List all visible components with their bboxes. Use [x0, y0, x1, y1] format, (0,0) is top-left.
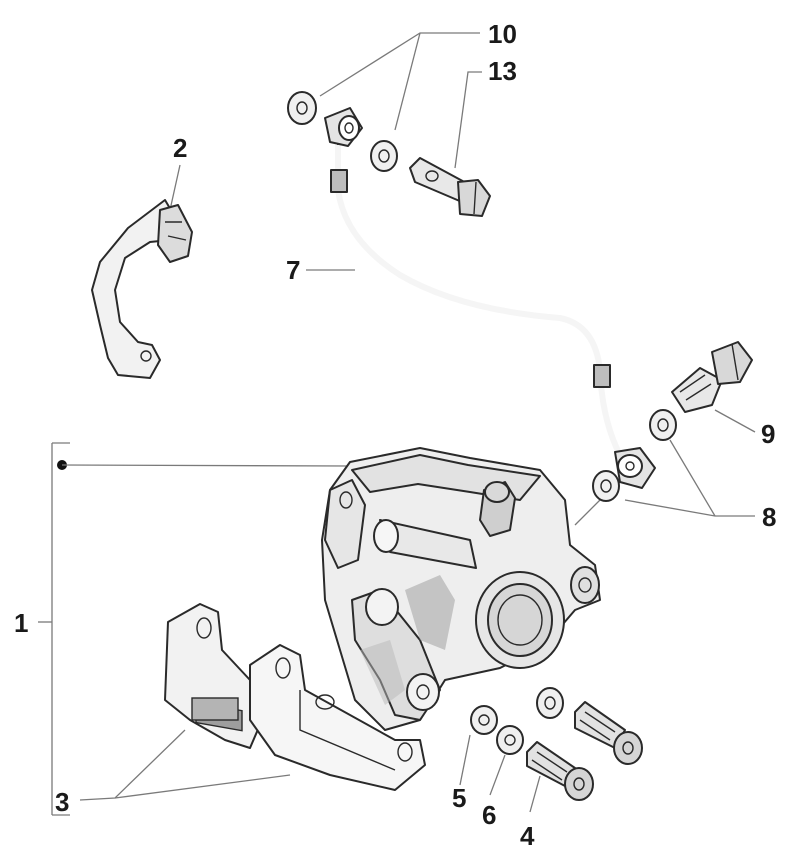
- callout-6: 6: [482, 800, 496, 830]
- callout-4: 4: [520, 821, 535, 851]
- callout-3: 3: [55, 787, 69, 817]
- callout-5: 5: [452, 783, 466, 813]
- callout-labels: 1 2 3 4 5 6 7 8 9 10 13: [14, 19, 776, 851]
- callout-7: 7: [286, 255, 300, 285]
- part-8-washers: [592, 409, 677, 502]
- callout-1: 1: [14, 608, 28, 638]
- callout-2: 2: [173, 133, 187, 163]
- callout-13: 13: [488, 56, 517, 86]
- part-13-banjo-bolt: [409, 157, 491, 217]
- leader-lines: [38, 32, 756, 816]
- part-9-banjo-bolt: [671, 341, 753, 413]
- part-5-6-washers: [470, 687, 564, 755]
- part-3-brake-pads: [164, 603, 426, 791]
- callout-10: 10: [488, 19, 517, 49]
- part-1-brake-caliper: [321, 447, 601, 731]
- part-10-washers: [287, 91, 398, 172]
- part-7-brake-hose: [324, 107, 656, 489]
- part-4-bolts: [526, 701, 643, 801]
- callout-8: 8: [762, 502, 776, 532]
- part-2-bracket: [91, 199, 193, 379]
- callout-9: 9: [761, 419, 775, 449]
